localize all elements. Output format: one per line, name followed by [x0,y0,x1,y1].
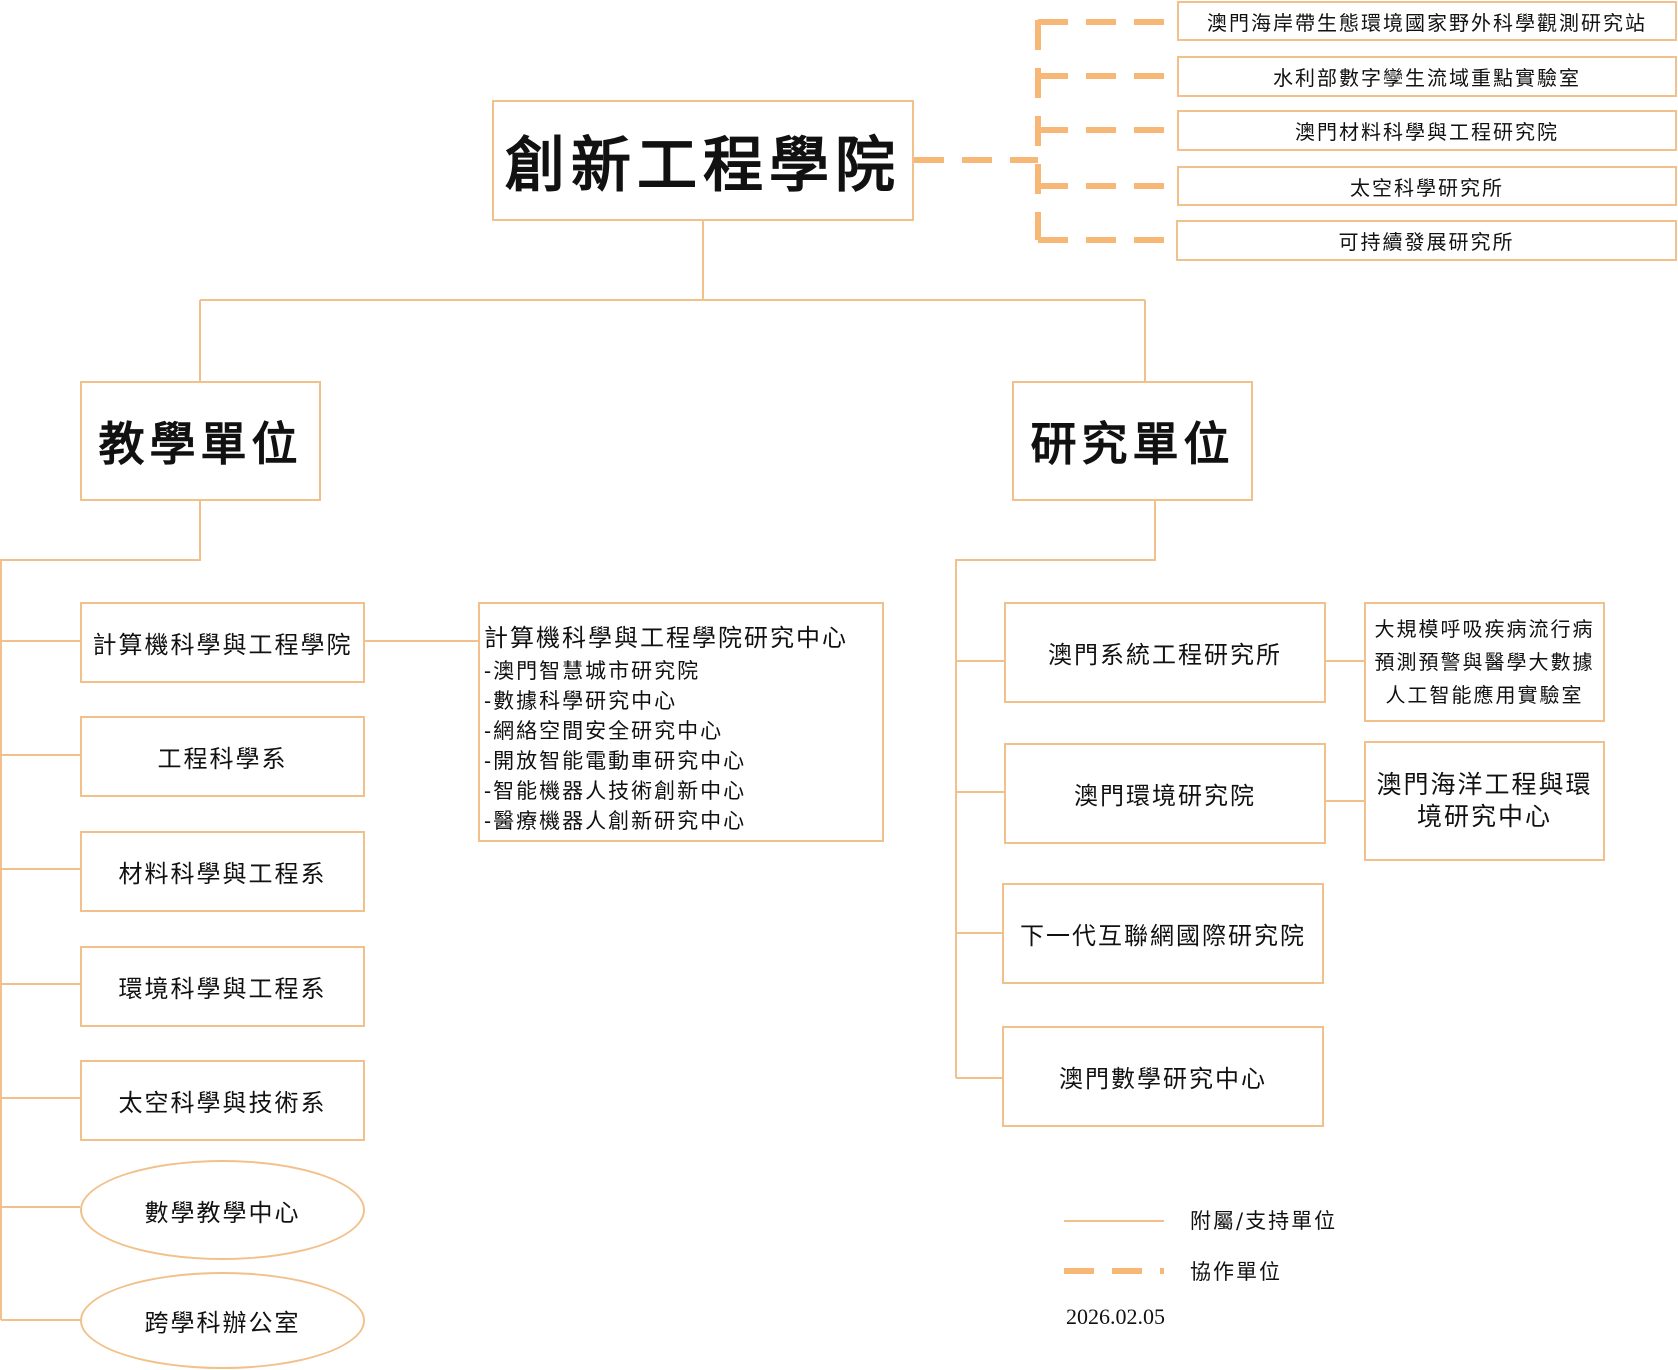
connector-research-branches [956,660,1004,1079]
department-node: 材料科學與工程系 [80,831,365,912]
institute-node: 澳門數學研究中心 [1002,1026,1324,1127]
collab-unit: 澳門海岸帶生態環境國家野外科學觀測研究站 [1177,1,1677,41]
connector-institute-to-subunits [1325,660,1364,802]
root-node: 創新工程學院 [492,100,914,221]
department-node: 太空科學與技術系 [80,1060,365,1141]
research-centre-item: -澳門智慧城市研究院 [484,659,701,683]
department-node: 工程科學系 [80,716,365,797]
research-centre-item: -數據科學研究中心 [484,689,678,713]
connector-root-to-branches [199,221,1146,381]
respiratory-ai-lab-node: 大規模呼吸疾病流行病 預測預警與醫學大數據 人工智能應用實驗室 [1364,602,1605,722]
collab-unit: 太空科學研究所 [1177,166,1677,206]
date-label: 2026.02.05 [1066,1304,1165,1329]
center-oval-node: 數學教學中心 [80,1160,365,1260]
collab-unit: 水利部數字孿生流域重點實驗室 [1177,56,1677,97]
institute-node: 澳門系統工程研究所 [1004,602,1326,703]
research-units-node: 研究單位 [1012,381,1253,501]
connector-collab-branches [1038,19,1172,243]
ocean-engineering-centre-node: 澳門海洋工程與環 境研究中心 [1364,741,1605,861]
center-oval-node: 跨學科辦公室 [80,1272,365,1369]
department-node: 環境科學與工程系 [80,946,365,1027]
department-node: 計算機科學與工程學院 [80,602,365,683]
legend-dashed-label: 協作單位 [1190,1260,1282,1284]
cse-research-centre-title: 計算機科學與工程學院研究中心 [484,624,848,652]
institute-node: 澳門環境研究院 [1004,743,1326,844]
cse-research-centre-box: 計算機科學與工程學院研究中心 -澳門智慧城市研究院 -數據科學研究中心 -網絡空… [478,602,884,842]
collab-unit: 澳門材料科學與工程研究院 [1177,110,1677,151]
root-label: 創新工程學院 [505,131,901,201]
teaching-units-node: 教學單位 [80,381,321,501]
collab-unit: 可持續發展研究所 [1176,220,1677,261]
institute-node: 下一代互聯網國際研究院 [1002,883,1324,984]
research-centre-item: -開放智能電動車研究中心 [484,749,747,773]
legend-solid-label: 附屬/支持單位 [1190,1209,1338,1233]
research-centre-item: -網絡空間安全研究中心 [484,719,724,743]
connector-teaching-spine [0,500,201,1320]
research-centre-item: -智能機器人技術創新中心 [484,779,747,803]
research-centre-item: -醫療機器人創新研究中心 [484,809,747,833]
connector-research-spine [955,500,1156,1078]
connector-teaching-branches [1,640,80,1321]
